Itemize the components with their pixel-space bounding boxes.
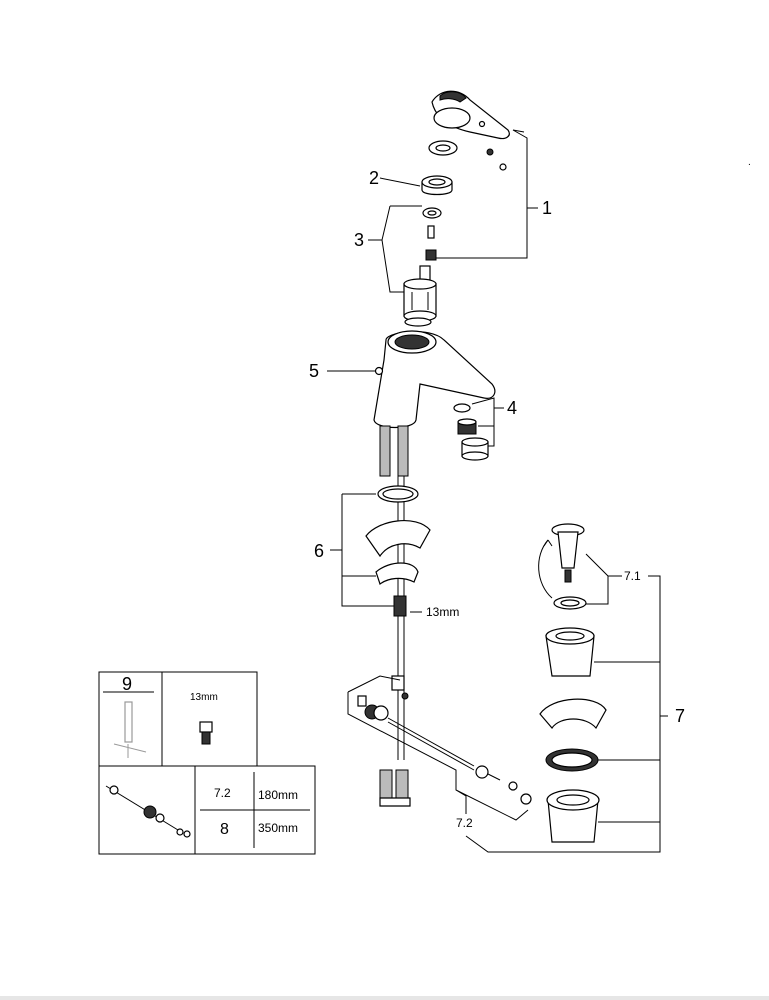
- page-bottom-rule: [0, 996, 769, 1000]
- wrench-size-label: 13mm: [426, 605, 459, 619]
- callout-7: 7: [675, 706, 685, 726]
- mounting-set: [365, 485, 431, 660]
- stray-dot: .: [748, 157, 751, 168]
- pull-rod-linkage: [347, 675, 532, 807]
- rod-drawing: [105, 785, 191, 838]
- rod-row-item-1: 7.2: [214, 786, 231, 800]
- cartridge-set: [403, 207, 442, 327]
- rod-row-length-2: 350mm: [258, 821, 298, 835]
- callout-2: 2: [369, 168, 379, 188]
- callout-5: 5: [309, 361, 319, 381]
- cap-ring: [428, 140, 458, 156]
- faucet-body: [373, 330, 496, 429]
- rod-row-length-1: 180mm: [258, 788, 298, 802]
- callout-7-2: 7.2: [456, 816, 473, 830]
- callout-6: 6: [314, 541, 324, 561]
- nut-size-label: 13mm: [190, 692, 218, 703]
- lever-handle: [431, 90, 510, 171]
- callout-7-1: 7.1: [624, 569, 641, 583]
- nut-drawing: [199, 721, 213, 745]
- tool-key-drawing: [113, 701, 147, 758]
- inset-box: 9 13mm 7.2 180mm 8 350mm: [98, 671, 316, 855]
- drain-assembly: [538, 523, 607, 843]
- callout-4: 4: [507, 398, 517, 418]
- rod-row-item-2: 8: [220, 821, 229, 838]
- escutcheon-nut: [421, 175, 453, 196]
- callout-3: 3: [354, 230, 364, 250]
- callout-1: 1: [542, 198, 552, 218]
- tool-number: 9: [122, 674, 132, 694]
- leader-lines: [327, 129, 668, 853]
- aerator-set: [453, 403, 489, 461]
